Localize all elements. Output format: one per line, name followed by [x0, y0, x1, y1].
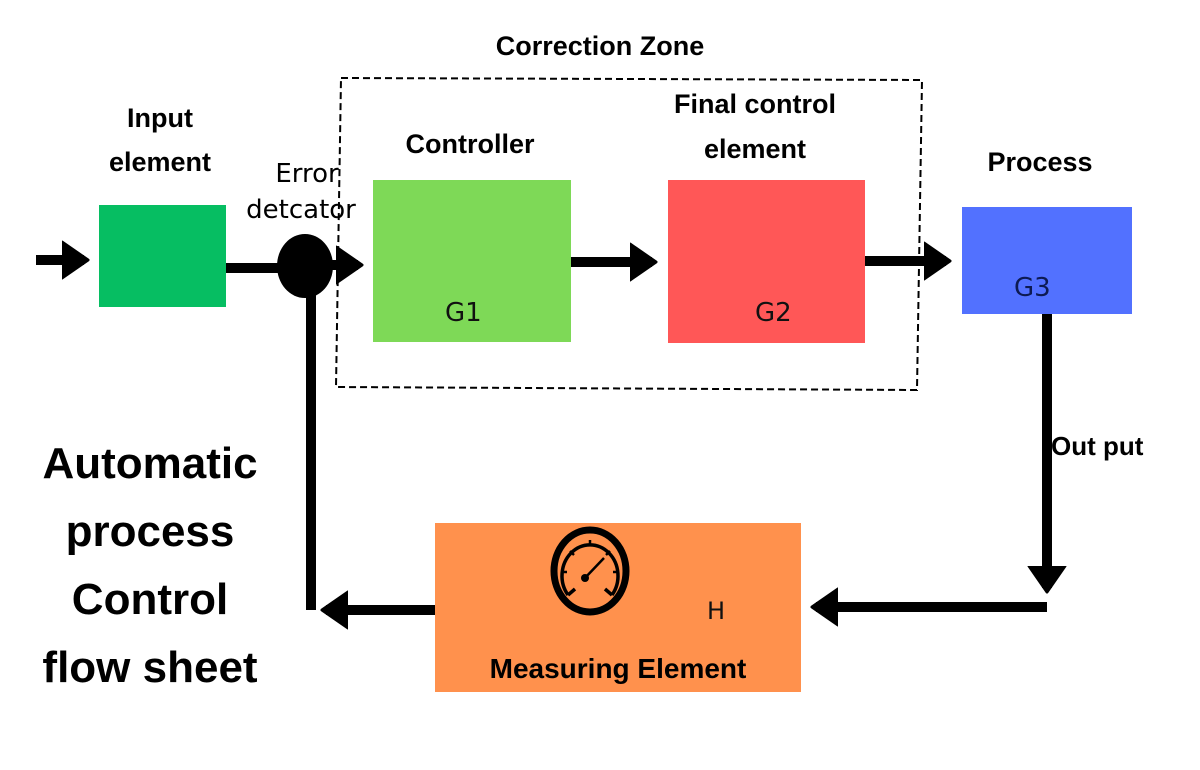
label-line: element	[703, 134, 807, 164]
error-detector-label: Error detcator	[238, 156, 364, 228]
title-line: flow sheet	[42, 643, 258, 692]
final-control-block[interactable]: G2	[668, 180, 865, 343]
input-element-label: Input element	[80, 96, 240, 184]
controller-gain: G1	[445, 298, 482, 328]
input-element-block[interactable]	[99, 205, 226, 307]
controller-block[interactable]: G1	[373, 180, 571, 342]
error-detector-junction	[277, 234, 333, 298]
title-line: Control	[71, 575, 229, 624]
measuring-gain: H	[707, 597, 726, 625]
output-label: Out put	[1051, 431, 1144, 461]
measuring-element-label: Measuring Element	[489, 653, 747, 684]
label-line: Input	[127, 103, 193, 133]
process-gain: G3	[1014, 273, 1051, 303]
measuring-element-block[interactable]: H Measuring Element	[435, 523, 801, 692]
controller-label: Controller	[405, 129, 535, 159]
label-line: element	[108, 147, 212, 177]
label-line: Error	[275, 159, 339, 189]
label-line: detcator	[246, 195, 356, 225]
title-line: Automatic	[42, 439, 258, 488]
correction-zone-label: Correction Zone	[495, 31, 705, 61]
final-control-gain: G2	[755, 298, 792, 328]
diagram-title: Automatic process Control flow sheet	[20, 430, 280, 702]
final-control-label: Final control element	[650, 82, 860, 172]
process-block[interactable]: G3	[962, 207, 1132, 314]
process-label: Process	[987, 147, 1093, 177]
title-line: process	[65, 507, 235, 556]
label-line: Final control	[674, 89, 836, 119]
gauge-icon	[550, 526, 630, 616]
